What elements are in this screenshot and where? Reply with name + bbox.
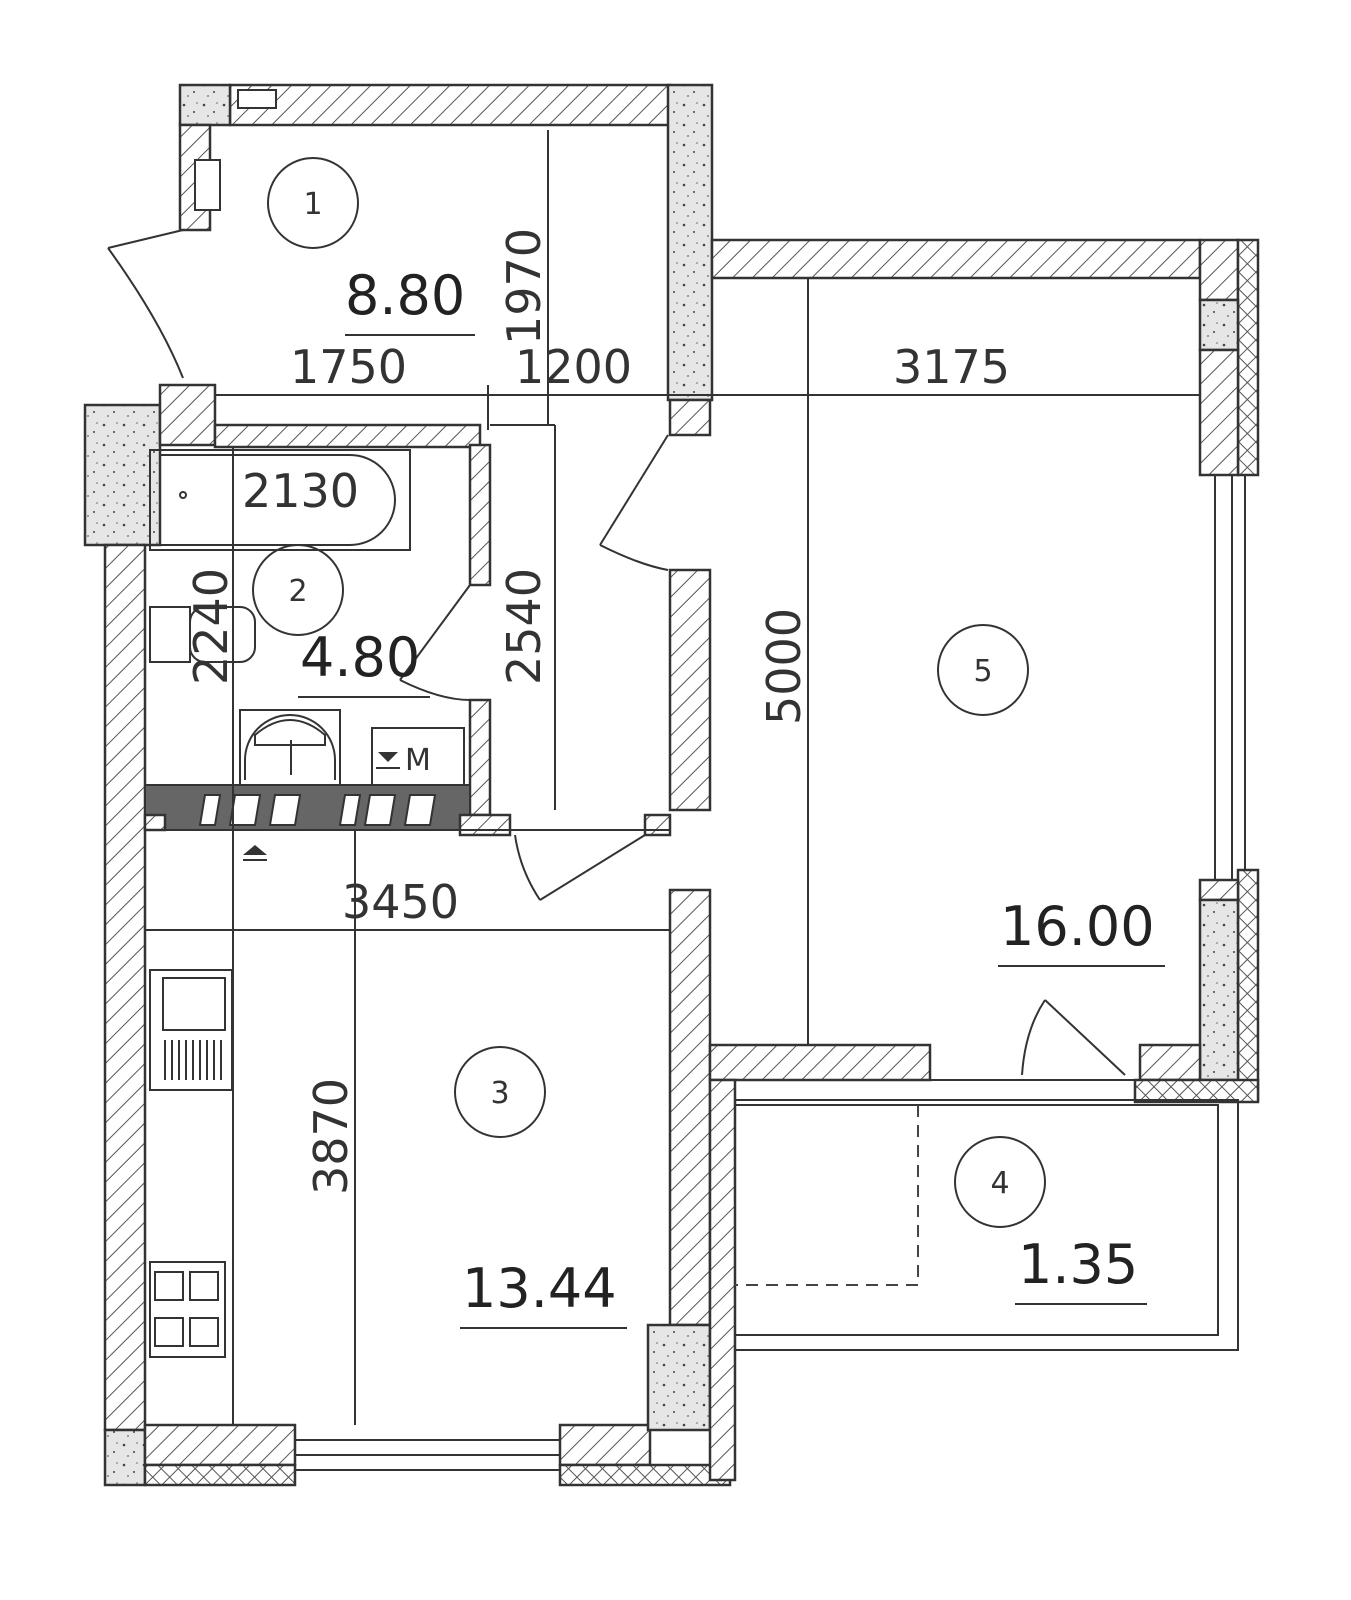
room-number: 1 bbox=[303, 187, 322, 222]
balcony-outline bbox=[735, 1099, 1239, 1351]
dim-2130: 2130 bbox=[242, 464, 359, 518]
room-area: 8.80 bbox=[345, 264, 465, 327]
dim-1970: 1970 bbox=[497, 228, 551, 345]
room-3: 3 13.44 bbox=[454, 1046, 627, 1329]
room-4: 4 1.35 bbox=[954, 1136, 1147, 1305]
room-area: 16.00 bbox=[1000, 895, 1155, 958]
room-2: 2 4.80 bbox=[252, 544, 430, 698]
dim-2540: 2540 bbox=[497, 568, 551, 685]
room-1: 1 8.80 bbox=[267, 157, 475, 336]
room-area: 4.80 bbox=[300, 626, 420, 689]
room-number: 4 bbox=[990, 1166, 1009, 1201]
dim-1200: 1200 bbox=[515, 340, 632, 394]
dim-3870: 3870 bbox=[304, 1078, 358, 1195]
room-area: 13.44 bbox=[462, 1257, 617, 1320]
room-number: 2 bbox=[288, 574, 307, 609]
room-number: 5 bbox=[973, 654, 992, 689]
dim-1750: 1750 bbox=[290, 340, 407, 394]
dim-5000: 5000 bbox=[757, 608, 811, 725]
washer-label: M bbox=[405, 743, 431, 778]
room-number: 3 bbox=[490, 1076, 509, 1111]
dimension-lines bbox=[145, 130, 1200, 1425]
walls bbox=[83, 83, 1260, 1487]
doors bbox=[107, 229, 1126, 1076]
dim-3450: 3450 bbox=[342, 875, 459, 929]
dim-2240: 2240 bbox=[184, 568, 238, 685]
room-area: 1.35 bbox=[1018, 1233, 1138, 1296]
dimension-labels: 1970 1750 1200 3175 2130 2240 2540 5000 … bbox=[184, 228, 1010, 1195]
dim-3175: 3175 bbox=[893, 340, 1010, 394]
room-5: 5 16.00 bbox=[937, 624, 1165, 967]
fixtures: M bbox=[149, 449, 465, 1358]
